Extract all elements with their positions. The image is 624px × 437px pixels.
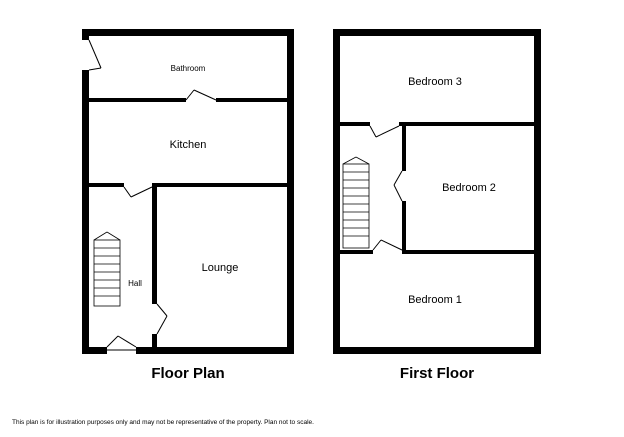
first-doors — [369, 125, 403, 251]
first-floor-plan: Bedroom 3 Bedroom 2 Bedroom 1 First Floo… — [333, 29, 541, 382]
bathroom-label: Bathroom — [171, 64, 206, 73]
disclaimer-text: This plan is for illustration purposes o… — [12, 419, 314, 426]
ground-doors — [88, 39, 217, 351]
ground-outer-walls — [82, 29, 294, 354]
ground-stairs — [93, 231, 121, 307]
ground-floor-plan: Bathroom Kitchen Hall Lounge Floor Plan — [82, 29, 294, 382]
bedroom2-label: Bedroom 2 — [442, 182, 496, 194]
hall-label: Hall — [128, 279, 142, 288]
lounge-label: Lounge — [202, 262, 239, 274]
ground-interior-walls — [89, 98, 287, 347]
bedroom1-label: Bedroom 1 — [408, 294, 462, 306]
kitchen-label: Kitchen — [170, 139, 207, 151]
bedroom3-label: Bedroom 3 — [408, 76, 462, 88]
ground-floor-title: Floor Plan — [151, 365, 224, 382]
first-outer-walls — [333, 29, 541, 354]
first-floor-title: First Floor — [400, 365, 474, 382]
first-stairs — [342, 156, 370, 249]
first-interior-walls — [340, 122, 534, 254]
